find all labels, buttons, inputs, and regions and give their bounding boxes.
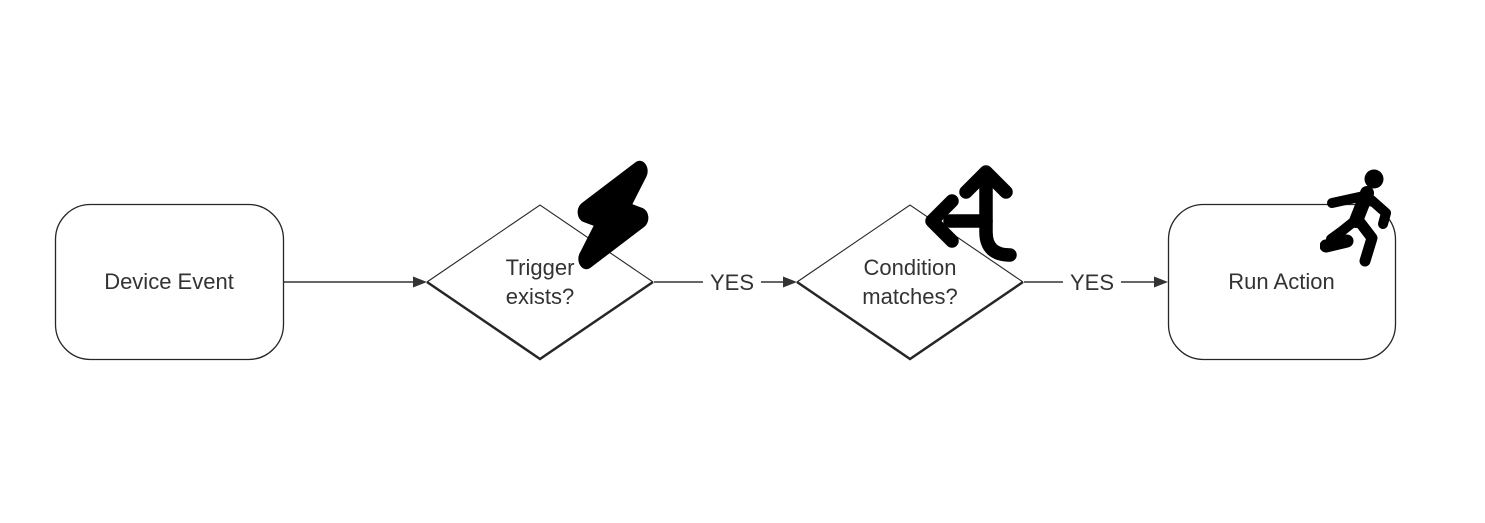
arrowhead-condition bbox=[783, 276, 797, 288]
lightning-icon bbox=[570, 160, 656, 275]
diamond-top-edges-condition bbox=[796, 204, 1024, 283]
edge-label-yes-1: YES bbox=[702, 270, 762, 296]
fork-stem bbox=[979, 175, 1017, 262]
arrowhead-action bbox=[1154, 276, 1168, 288]
edge-label-yes-2: YES bbox=[1062, 270, 1122, 296]
arrowhead-trigger bbox=[413, 276, 427, 288]
runner-rear-arm bbox=[1327, 191, 1369, 208]
diamond-bottom-edges-trigger bbox=[426, 280, 654, 361]
runner-front-arm bbox=[1363, 192, 1391, 229]
runner-front-leg bbox=[1326, 214, 1362, 244]
diamond-top-edges-trigger bbox=[426, 204, 654, 283]
directions-fork-icon bbox=[916, 164, 1022, 273]
node-shape-device-event bbox=[54, 203, 285, 361]
runner-head bbox=[1364, 169, 1384, 189]
running-person-icon bbox=[1319, 162, 1404, 273]
runner-rear-leg bbox=[1353, 215, 1378, 267]
fork-left-arrowhead bbox=[925, 194, 959, 248]
runner-shoe bbox=[1319, 234, 1354, 253]
diamond-bottom-edges-condition bbox=[796, 280, 1024, 361]
fork-up-arrowhead bbox=[959, 165, 1013, 199]
